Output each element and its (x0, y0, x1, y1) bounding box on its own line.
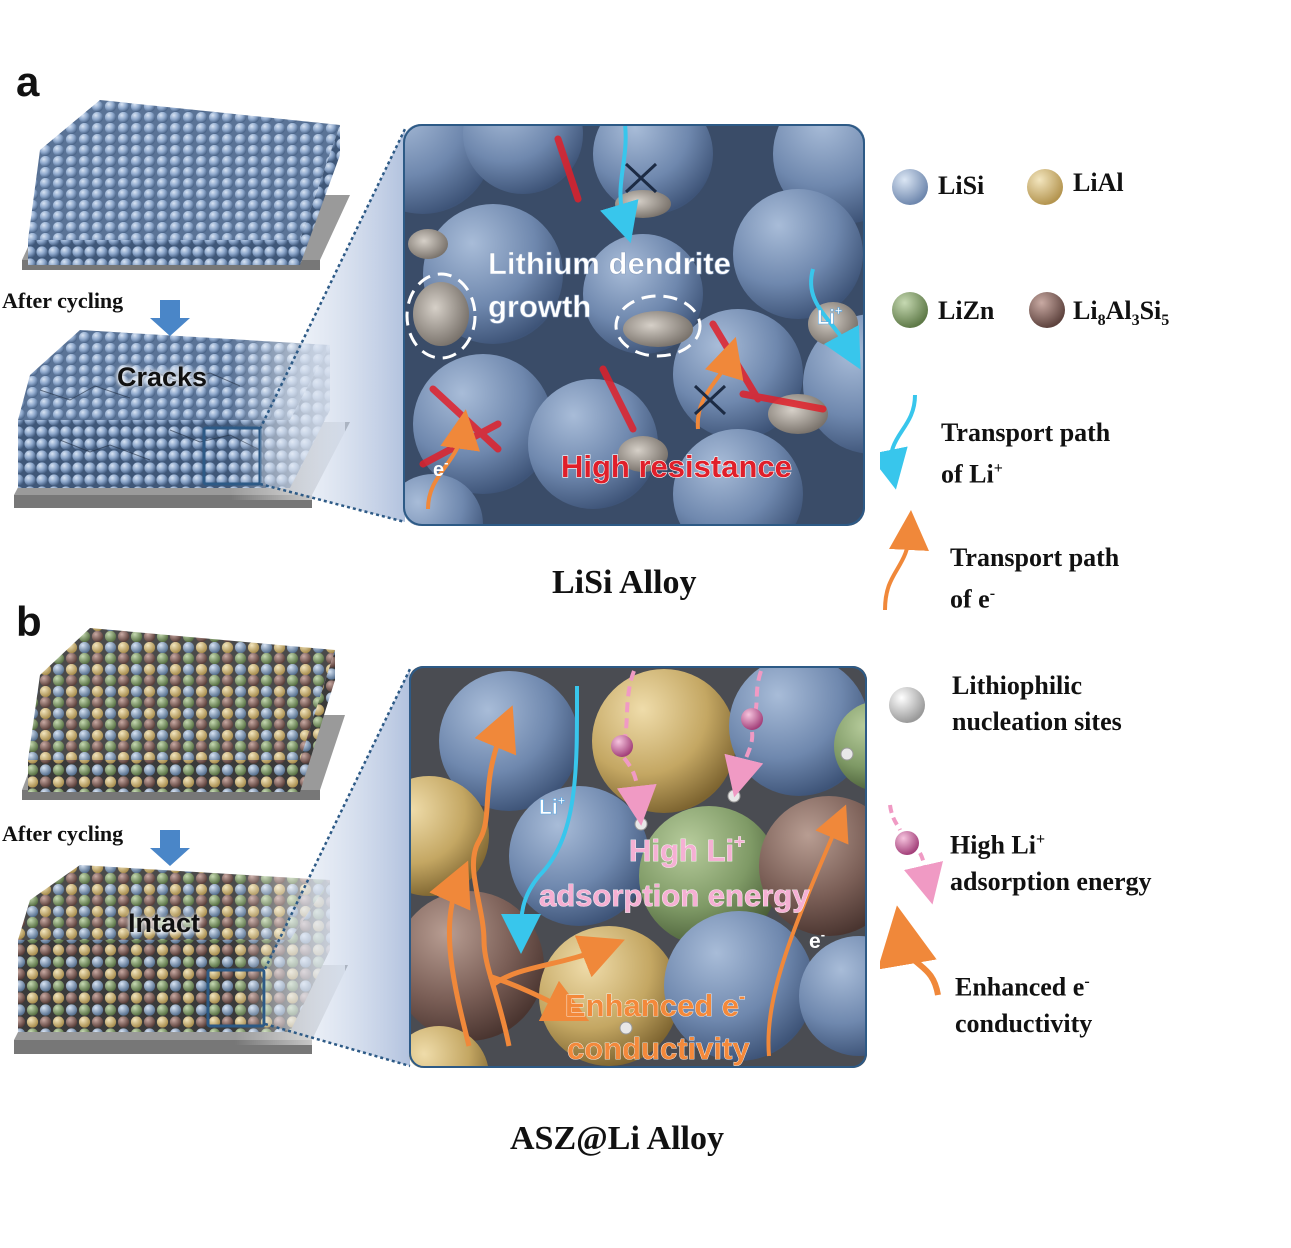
after-cycling-label-a: After cycling (2, 288, 124, 313)
panel-letter-b: b (16, 598, 42, 645)
li-path-icon (880, 394, 917, 490)
adsorption-icon (895, 831, 919, 855)
legend-li-path: Transport path of Li+ (941, 418, 1111, 489)
e-path-icon (883, 510, 929, 611)
legend-icons (880, 169, 943, 996)
e-label-b: e- (809, 927, 825, 953)
e-label-a: e- (433, 455, 448, 481)
dendrite-label-line2: growth (488, 289, 591, 324)
resistance-label: High resistance (561, 449, 792, 484)
adsorption-label-line1: High Li+ (629, 832, 745, 868)
zoom-view-a: Li+ e- Lithium dendrite growth High resi… (403, 124, 865, 526)
legend-adsorption: High Li+ adsorption energy (950, 830, 1152, 896)
li-label-b: Li+ (539, 793, 566, 819)
legend-nucleation: Lithiophilic nucleation sites (952, 671, 1122, 736)
nucleation-site-icon (889, 687, 925, 723)
lial-swatch-icon (1027, 169, 1063, 205)
legend-e-path: Transport path of e- (950, 543, 1120, 614)
caption-lisi-alloy: LiSi Alloy (552, 564, 697, 601)
li8al3si5-swatch-icon (1029, 292, 1065, 328)
zoom-view-b: Li+ e- High Li+ adsorption energy Enhanc… (409, 666, 867, 1068)
legend-lisi: LiSi (938, 171, 985, 200)
legend-conductivity: Enhanced e- conductivity (955, 972, 1093, 1038)
conductivity-label-line2: conductivity (567, 1031, 750, 1066)
panel-letter-a: a (16, 58, 40, 105)
legend-li8al3si5: Li8Al3Si5 (1073, 296, 1170, 330)
after-cycling-label-b: After cycling (2, 821, 124, 846)
legend-lial: LiAl (1073, 168, 1124, 197)
conductivity-label-line1: Enhanced e- (565, 987, 745, 1023)
caption-asz-alloy: ASZ@Li Alloy (510, 1120, 724, 1157)
lisi-swatch-icon (892, 169, 928, 205)
li-label-a: Li+ (817, 303, 843, 329)
intact-label: Intact (128, 908, 201, 938)
conductivity-icon (880, 905, 941, 996)
adsorption-label-line2: adsorption energy (539, 878, 810, 913)
legend-lizn: LiZn (938, 296, 995, 325)
zoom-projection-a (258, 128, 407, 524)
dendrite-label-line1: Lithium dendrite (488, 246, 731, 281)
cracks-label: Cracks (117, 362, 208, 392)
lizn-swatch-icon (892, 292, 928, 328)
zoom-projection-b (263, 668, 412, 1068)
